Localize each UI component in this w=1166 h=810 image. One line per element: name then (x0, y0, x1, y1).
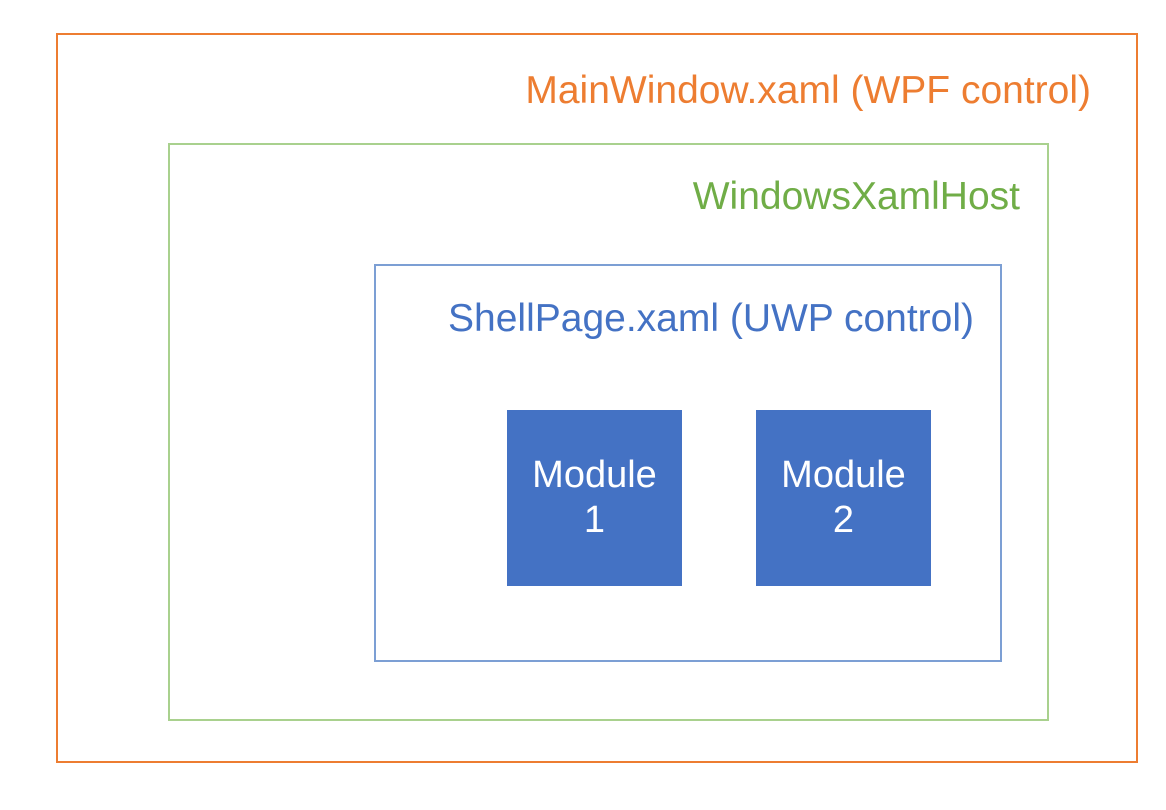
module-block-1[interactable]: Module 1 (507, 410, 682, 586)
module-1-label-line1: Module (532, 454, 657, 497)
module-1-label-line2: 1 (583, 499, 606, 541)
module-2-label-line1: Module (781, 454, 906, 497)
wpf-mainwindow-label: MainWindow.xaml (WPF control) (525, 69, 1091, 112)
module-block-2[interactable]: Module 2 (756, 410, 931, 586)
module-2-label-line2: 2 (832, 499, 855, 541)
windows-xaml-host-label: WindowsXamlHost (692, 175, 1020, 218)
windows-xaml-host-container: Module 1 Module 2 ShellPage.xaml (UWP co… (168, 143, 1049, 721)
shellpage-uwp-container: Module 1 Module 2 ShellPage.xaml (UWP co… (374, 264, 1002, 662)
shellpage-label: ShellPage.xaml (UWP control) (448, 297, 974, 340)
wpf-mainwindow-container: Module 1 Module 2 ShellPage.xaml (UWP co… (56, 33, 1138, 763)
